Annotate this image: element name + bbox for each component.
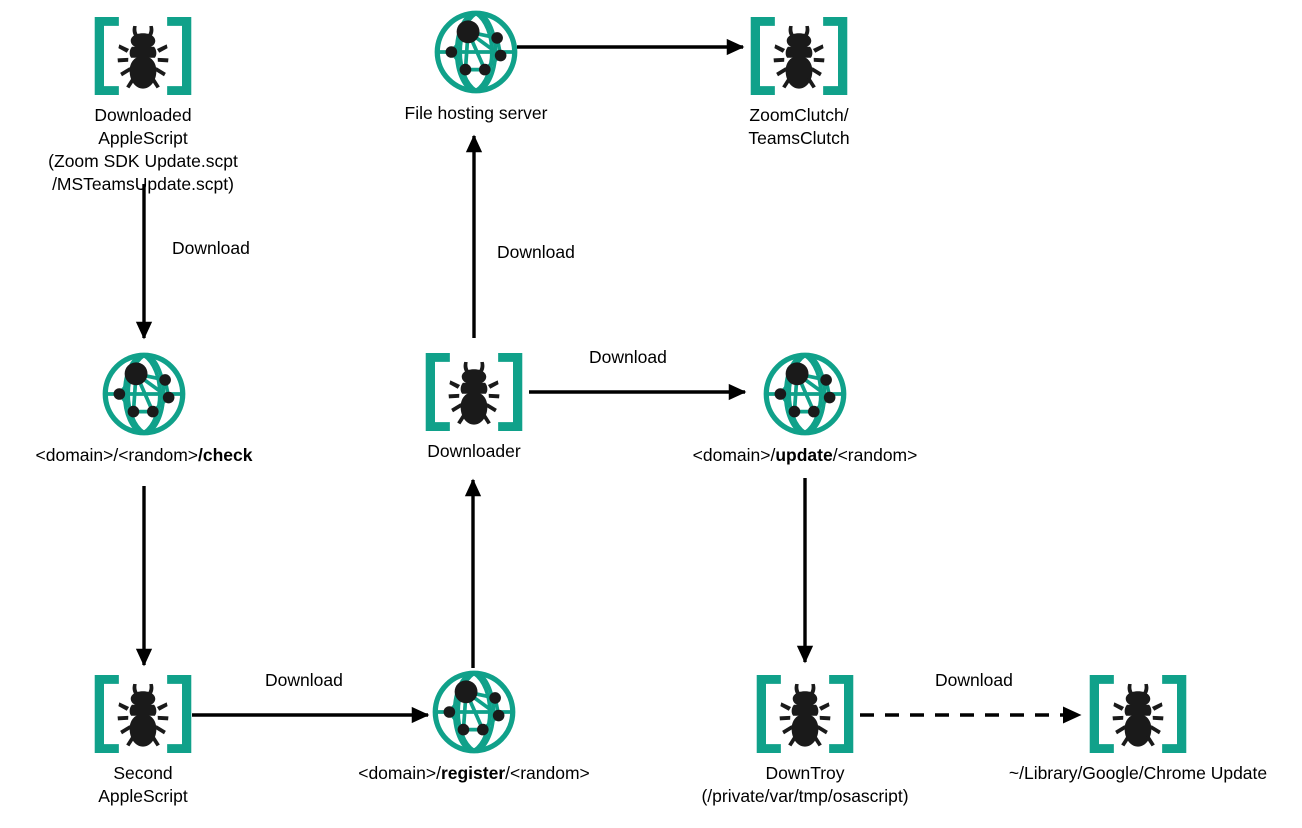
edge-server-to-clutch (517, 38, 745, 56)
node-chrome-update-path[interactable]: ~/Library/Google/Chrome Update (1009, 672, 1267, 785)
caption-part-plain-2: /<random> (505, 763, 590, 783)
node-downloaded-applescript[interactable]: Downloaded AppleScript (Zoom SDK Update.… (48, 14, 238, 196)
node-file-hosting-server[interactable]: File hosting server (396, 8, 556, 125)
node-caption: <domain>/<random>/check (36, 444, 253, 467)
node-caption: ~/Library/Google/Chrome Update (1008, 763, 1268, 783)
edge-applescript-to-check (135, 184, 153, 340)
node-downloader[interactable]: Downloader (422, 350, 526, 463)
caption-part-bold: update (775, 445, 833, 465)
node-caption: File hosting server (404, 103, 548, 123)
node-domain-update-random[interactable]: <domain>/update/<random> (693, 350, 917, 467)
caption-part-bold: register (440, 763, 506, 783)
globe-network-icon (100, 350, 188, 438)
edge-downloader-to-server (465, 134, 483, 338)
edge-register-to-downloader (464, 478, 482, 668)
node-caption: <domain>/update/<random> (693, 444, 918, 467)
node-domain-register-random[interactable]: <domain>/register/<random> (358, 668, 590, 785)
node-caption: <domain>/register/<random> (358, 762, 590, 785)
node-caption: Downloader (427, 441, 521, 461)
caption-part-plain: <domain>/ (692, 445, 776, 465)
bug-bracket-icon (1086, 672, 1190, 756)
caption-part-plain: <domain>/ (358, 763, 441, 783)
node-caption: Second AppleScript (98, 763, 188, 807)
edge-check-to-second (135, 486, 153, 667)
edge-downtroy-to-chrome (860, 706, 1082, 724)
bug-bracket-icon (91, 14, 195, 98)
edge-label-downtroy-to-chrome: Download (935, 670, 1013, 690)
edge-second-to-register (192, 706, 430, 724)
caption-part-plain: <domain>/<random> (35, 445, 198, 465)
caption-part-bold: /check (198, 445, 253, 465)
edge-downloader-to-update (529, 383, 747, 401)
edge-label-downloader-to-update: Download (589, 347, 667, 367)
node-zoomclutch-teamsclutch[interactable]: ZoomClutch/ TeamsClutch (714, 14, 884, 150)
edge-update-to-downtroy (796, 478, 814, 664)
node-caption: DownTroy (/private/var/tmp/osascript) (701, 763, 909, 807)
bug-bracket-icon (747, 14, 851, 98)
bug-bracket-icon (422, 350, 526, 434)
edge-label-downloader-to-server: Download (497, 242, 575, 262)
caption-part-plain-2: /<random> (832, 445, 918, 465)
node-domain-random-check[interactable]: <domain>/<random>/check (36, 350, 252, 467)
edge-label-applescript-to-check: Download (172, 238, 250, 258)
globe-network-icon (761, 350, 849, 438)
globe-network-icon (430, 668, 518, 756)
node-caption: ZoomClutch/ TeamsClutch (748, 105, 850, 149)
bug-bracket-icon (91, 672, 195, 756)
edge-label-second-to-register: Download (265, 670, 343, 690)
node-downtroy[interactable]: DownTroy (/private/var/tmp/osascript) (701, 672, 909, 808)
globe-network-icon (432, 8, 520, 96)
bug-bracket-icon (753, 672, 857, 756)
node-second-applescript[interactable]: Second AppleScript (91, 672, 195, 808)
